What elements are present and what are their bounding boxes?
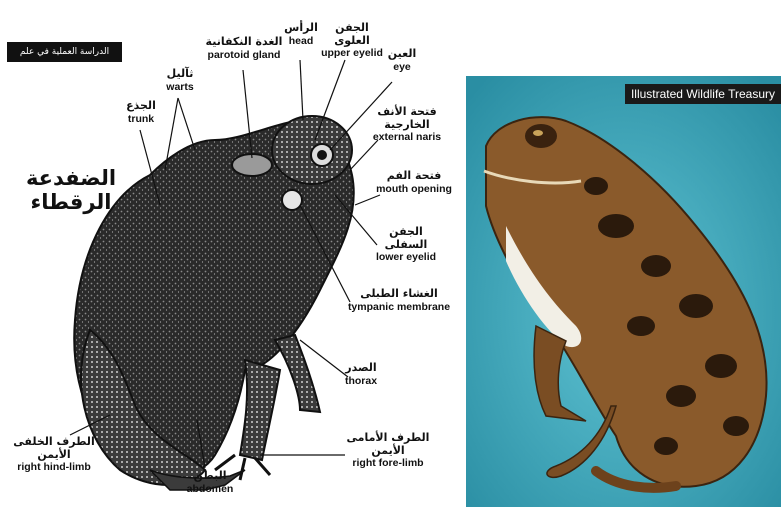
label-mouth-opening: فتحة الفم mouth opening xyxy=(366,170,462,195)
toad-fore-limb xyxy=(240,360,280,460)
label-abdomen-ar: البطن xyxy=(180,470,240,483)
frog-eye xyxy=(525,124,557,148)
label-trunk: الجذع trunk xyxy=(116,100,166,125)
label-thorax-en: thorax xyxy=(334,375,388,387)
label-lower-eyelid-ar: الجفن السفلى xyxy=(366,226,446,251)
label-tympanic-membrane: الغشاء الطبلى tympanic membrane xyxy=(346,288,452,313)
frog-photo xyxy=(466,76,781,507)
label-naris-ar: فتحة الأنف الخارجية xyxy=(362,106,452,131)
label-naris-en: external naris xyxy=(362,131,452,143)
label-parotoid-ar: الغدة النكفانية xyxy=(205,36,283,49)
label-thorax-ar: الصدر xyxy=(334,362,388,375)
label-upper-eyelid: الجفن العلوى upper eyelid xyxy=(318,22,386,59)
label-trunk-ar: الجذع xyxy=(116,100,166,113)
label-parotoid: الغدة النكفانية parotoid gland xyxy=(205,36,283,61)
toad-fore-limb-left xyxy=(275,335,320,412)
label-eye: العين eye xyxy=(384,48,420,73)
label-external-naris: فتحة الأنف الخارجية external naris xyxy=(362,106,452,143)
frog-photo-panel: Illustrated Wildlife Treasury xyxy=(466,76,781,507)
label-abdomen: البطن abdomen xyxy=(180,470,240,495)
label-abdomen-en: abdomen xyxy=(180,483,240,495)
diagram-title: الضفدعة الرقطاء xyxy=(12,166,130,214)
photo-source-banner: Illustrated Wildlife Treasury xyxy=(625,84,781,104)
label-upper-eyelid-ar: الجفن العلوى xyxy=(318,22,386,47)
label-fore-limb-en: right fore-limb xyxy=(340,457,436,469)
label-eye-en: eye xyxy=(384,61,420,73)
label-lower-eyelid: الجفن السفلى lower eyelid xyxy=(366,226,446,263)
label-eye-ar: العين xyxy=(384,48,420,61)
label-tympanic-ar: الغشاء الطبلى xyxy=(346,288,452,301)
label-warts-ar: ثآليل xyxy=(158,68,202,81)
label-hind-limb-ar: الطرف الخلفى الأيمن xyxy=(6,436,102,461)
source-badge: الدراسة العملية في علم الحيوان xyxy=(7,42,122,62)
toad-diagram-panel: الدراسة العملية في علم الحيوان الضفدعة ا… xyxy=(0,0,470,507)
label-tympanic-en: tympanic membrane xyxy=(346,301,452,313)
toad-tympanum xyxy=(282,190,302,210)
label-hind-limb-en: right hind-limb xyxy=(6,461,102,473)
label-head-en: head xyxy=(280,35,322,47)
label-warts-en: warts xyxy=(158,81,202,93)
label-head-ar: الرأس xyxy=(280,22,322,35)
label-thorax: الصدر thorax xyxy=(334,362,388,387)
label-parotoid-en: parotoid gland xyxy=(205,49,283,61)
label-mouth-en: mouth opening xyxy=(366,183,462,195)
label-lower-eyelid-en: lower eyelid xyxy=(366,251,446,263)
label-head: الرأس head xyxy=(280,22,322,47)
label-right-fore-limb: الطرف الأمامى الأيمن right fore-limb xyxy=(340,432,436,469)
label-upper-eyelid-en: upper eyelid xyxy=(318,47,386,59)
label-right-hind-limb: الطرف الخلفى الأيمن right hind-limb xyxy=(6,436,102,473)
label-warts: ثآليل warts xyxy=(158,68,202,93)
label-trunk-en: trunk xyxy=(116,113,166,125)
label-mouth-ar: فتحة الفم xyxy=(366,170,462,183)
label-fore-limb-ar: الطرف الأمامى الأيمن xyxy=(340,432,436,457)
